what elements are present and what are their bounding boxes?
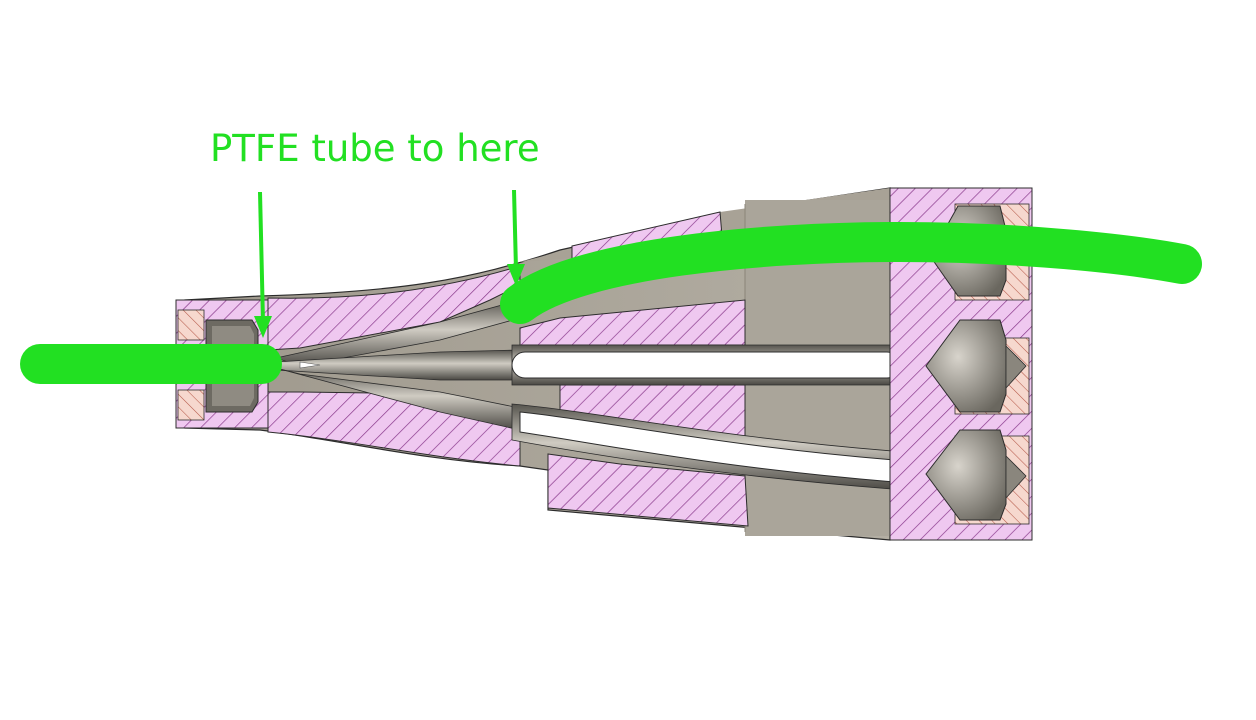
arrows <box>254 189 525 338</box>
arrow-left <box>254 191 272 338</box>
right-tube <box>500 221 1202 324</box>
channels <box>274 299 906 491</box>
annotation-label: PTFE tube to here <box>210 127 540 170</box>
arrow-right <box>507 189 525 286</box>
